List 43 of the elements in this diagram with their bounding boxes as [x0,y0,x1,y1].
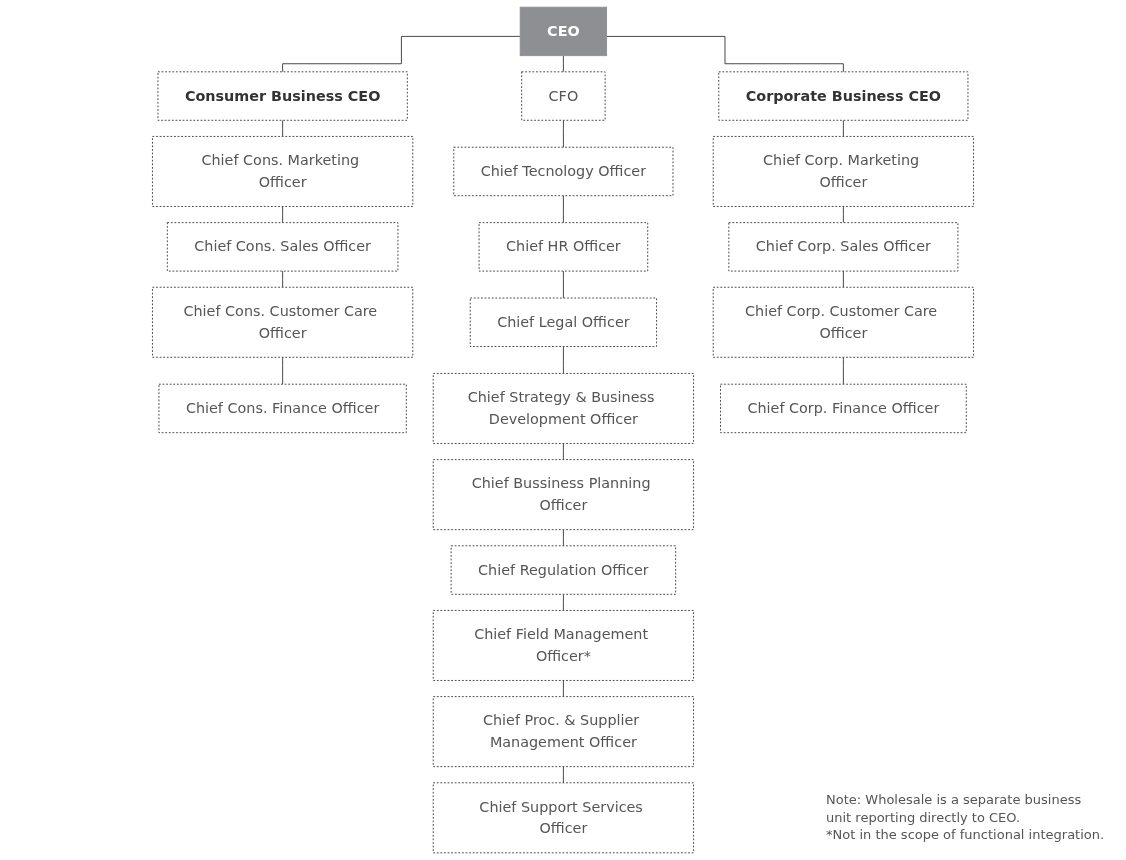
node-box: Chief Cons. Marketing Officer [152,136,414,207]
connector [562,346,564,374]
connector [842,206,844,224]
note-text: Note: Wholesale is a separate business unit reporting directly to CEO. [826,791,1083,827]
node-box: Chief Corp. Marketing Officer [712,136,974,207]
connector [842,356,844,385]
node-box: Chief Support Services Officer [432,782,694,854]
node-box: CEO [519,6,608,57]
connector [282,35,521,73]
note-text: *Not in the scope of functional integration. [826,826,1106,844]
node-box: CFO [521,71,606,121]
connector [562,443,564,461]
connector [282,270,284,288]
node-box: Chief Cons. Finance Officer [158,383,407,434]
node-box: Chief Corp. Sales Officer [728,222,959,272]
node-box: Chief Proc. & Supplier Management Officer [432,696,694,768]
connector [562,529,564,547]
node-box: Chief Legal Officer [469,297,657,347]
connector [562,119,564,148]
node-box: Chief Cons. Sales Officer [166,222,399,272]
node-box: Chief Strategy & Business Development Officer [432,373,694,444]
connector [562,195,564,224]
node-box: Chief HR Officer [478,222,649,272]
connector [562,55,564,73]
connector [562,270,564,299]
connector [842,119,844,137]
node-box: Chief Field Management Officer* [432,610,694,681]
node-box: Corporate Business CEO [718,71,969,121]
connector [282,119,284,137]
connector [562,593,564,611]
connector [562,766,564,784]
connector [606,35,844,73]
node-box: Chief Corp. Finance Officer [720,383,967,434]
connector [282,356,284,385]
node-box: Chief Bussiness Planning Officer [432,459,694,531]
node-box: Consumer Business CEO [157,71,408,121]
node-box: Chief Cons. Customer Care Officer [152,286,414,358]
node-box: Chief Regulation Officer [450,545,677,595]
node-box: Chief Corp. Customer Care Officer [712,286,974,358]
node-box: Chief Tecnology Officer [453,146,674,197]
connector [282,206,284,224]
connector [842,270,844,288]
connector [562,680,564,698]
